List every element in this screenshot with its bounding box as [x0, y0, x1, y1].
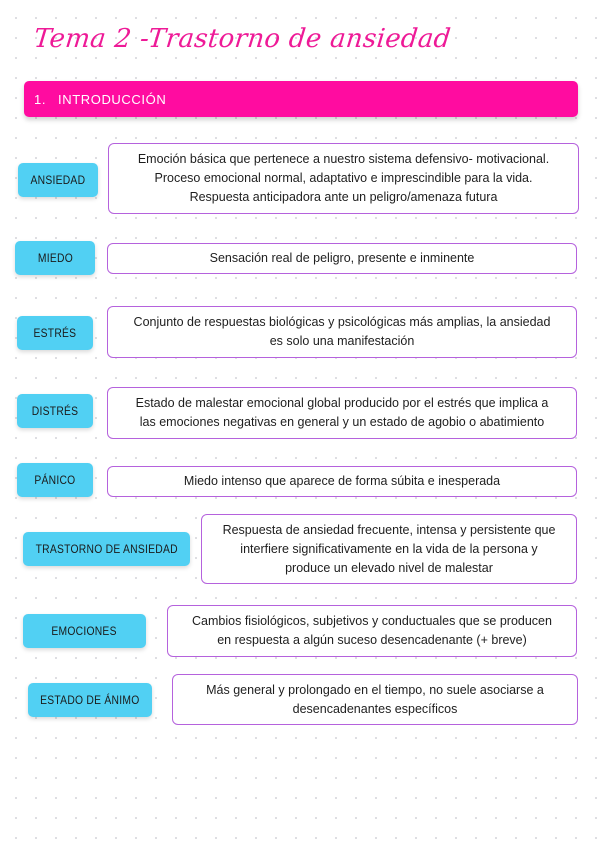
definition-trastorno-de-ansiedad: Respuesta de ansiedad frecuente, intensa…	[201, 514, 577, 584]
term-estado-de-animo: ESTADO DE ÁNIMO	[28, 683, 152, 717]
definition-ansiedad: Emoción básica que pertenece a nuestro s…	[108, 143, 579, 214]
definition-emociones: Cambios fisiológicos, subjetivos y condu…	[167, 605, 577, 657]
section-number: 1.	[34, 92, 47, 107]
term-distres: DISTRÉS	[17, 394, 93, 428]
page-title: Tema 2 -Trastorno de ansiedad	[32, 24, 453, 54]
term-miedo: MIEDO	[15, 241, 95, 275]
term-panico: PÁNICO	[17, 463, 93, 497]
definition-estado-de-animo: Más general y prolongado en el tiempo, n…	[172, 674, 578, 725]
section-label: INTRODUCCIÓN	[58, 92, 167, 107]
definition-miedo: Sensación real de peligro, presente e in…	[107, 243, 577, 274]
term-trastorno-de-ansiedad: TRASTORNO DE ANSIEDAD	[23, 532, 190, 566]
definition-panico: Miedo intenso que aparece de forma súbit…	[107, 466, 577, 497]
term-emociones: EMOCIONES	[23, 614, 146, 648]
section-header: 1. INTRODUCCIÓN	[24, 81, 578, 117]
definition-estres: Conjunto de respuestas biológicas y psic…	[107, 306, 577, 358]
term-estres: ESTRÉS	[17, 316, 93, 350]
term-ansiedad: ANSIEDAD	[18, 163, 98, 197]
definition-distres: Estado de malestar emocional global prod…	[107, 387, 577, 439]
